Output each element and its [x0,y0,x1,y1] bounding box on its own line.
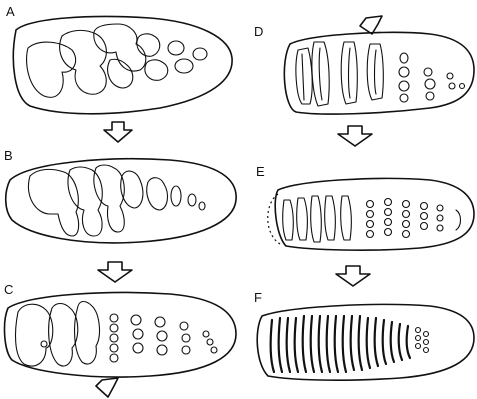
panel-e: E [256,164,474,250]
panel-f-label: F [254,290,262,305]
panel-d-plate-4 [367,44,383,100]
panel-b-lobe-2 [68,167,102,236]
panel-e-label: E [256,164,265,179]
panel-c-cusp-column-4 [180,322,190,354]
panel-c-lobe-1 [16,304,53,366]
panel-b-lobe-1 [28,169,78,236]
panel-a-tooth-outline [13,17,232,114]
panel-d: D [254,16,474,114]
panel-e-tooth-outline [275,178,474,250]
panel-e-worn-edge [268,194,280,244]
panel-d-cusp-column-2 [424,68,435,100]
panel-d-plate-1 [296,48,312,104]
panel-d-plate-3 [341,42,357,104]
panel-c-cusp-column-1 [110,314,118,362]
panel-a: A [6,4,232,114]
panel-d-tooth-outline [284,32,474,114]
arrow-e-to-f [336,266,370,286]
panel-d-label: D [254,24,263,39]
panel-f-plates [271,316,410,372]
panel-c-pit [41,341,47,347]
panel-c-cusp-column-3 [155,317,167,355]
panel-a-lobe-5 [137,34,160,56]
panel-b-lobe-5 [147,178,168,210]
panel-f: F [254,290,474,380]
panel-b-cusp-2 [188,194,196,206]
panel-c-label: C [4,282,13,297]
panel-c-cusp-column-2 [131,315,143,353]
panel-b-tooth-outline [6,159,236,243]
panel-b-label: B [4,148,13,163]
arrow-c-out [96,378,118,397]
panel-a-cusp-1 [168,41,184,55]
panel-a-cusp-2 [175,59,193,73]
panel-f-small-cusps [416,328,429,353]
arrow-into-d [360,16,382,34]
panel-c-lobe-3 [75,302,100,365]
panel-d-cusp-column-1 [399,53,409,102]
panel-a-cusp-3 [193,48,207,60]
arrow-b-to-c [98,262,132,282]
panel-a-lobe-2 [60,30,107,94]
arrow-d-to-e [338,126,372,146]
panel-d-cusp-column-3 [447,73,465,89]
panel-c-cusp-column-5 [203,331,217,353]
panel-e-plates [283,196,352,242]
panel-e-cusp-columns [367,199,461,238]
panel-a-lobe-6 [145,60,168,80]
panel-a-label: A [6,4,15,19]
panel-c: C [4,282,236,377]
arrow-a-to-b [104,122,132,142]
panel-b-lobe-3 [94,165,124,232]
panel-a-lobe-1 [27,42,76,97]
panel-d-plate-2 [312,42,329,106]
panel-b-cusp-1 [171,186,181,206]
panel-b-cusp-3 [199,202,205,210]
panel-b: B [4,148,236,243]
